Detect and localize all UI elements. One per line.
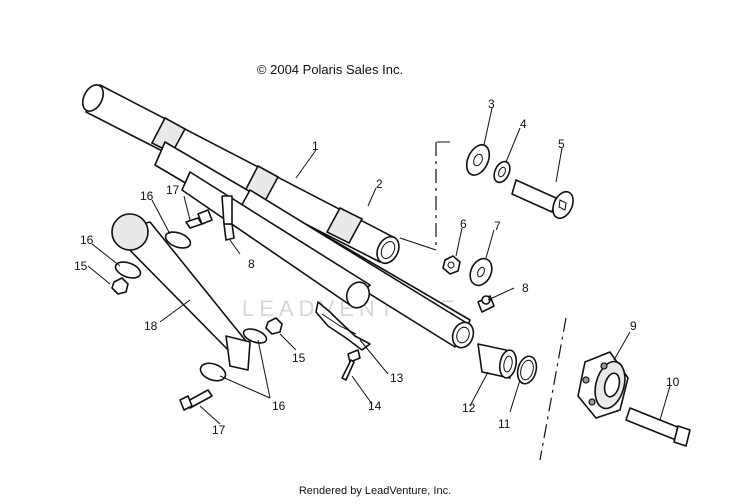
callout-1: 1 bbox=[312, 139, 319, 153]
grease-fitting-part-8b bbox=[477, 295, 495, 313]
callout-2: 2 bbox=[376, 177, 383, 191]
clip-part-14 bbox=[341, 349, 361, 381]
bushing-part-12 bbox=[477, 343, 518, 379]
callout-17a: 17 bbox=[166, 183, 180, 197]
washer-part-7 bbox=[469, 257, 493, 287]
callout-7: 7 bbox=[494, 219, 501, 233]
callout-16c: 16 bbox=[272, 399, 286, 413]
callout-18: 18 bbox=[144, 319, 158, 333]
lock-washer-part-4 bbox=[493, 160, 511, 184]
hub-part-9 bbox=[577, 351, 629, 419]
washer-part-16a bbox=[164, 231, 192, 249]
callout-14: 14 bbox=[368, 399, 382, 413]
nut-part-15b bbox=[265, 317, 283, 335]
shoulder-bolt-part-5 bbox=[511, 179, 574, 220]
callout-12: 12 bbox=[462, 401, 476, 415]
strut-link-part-18 bbox=[111, 213, 251, 371]
washer-part-3 bbox=[465, 144, 491, 176]
callout-6: 6 bbox=[460, 217, 467, 231]
callout-8a: 8 bbox=[248, 257, 255, 271]
callout-15b: 15 bbox=[292, 351, 306, 365]
leader-lines bbox=[87, 107, 671, 425]
callout-10: 10 bbox=[666, 375, 680, 389]
callout-17b: 17 bbox=[212, 423, 226, 437]
callout-8b: 8 bbox=[522, 281, 529, 295]
o-ring-part-11 bbox=[516, 355, 538, 385]
bolt-part-17b bbox=[179, 389, 213, 411]
grease-fitting-part-8a bbox=[221, 195, 235, 241]
callout-4: 4 bbox=[520, 117, 527, 131]
callout-15a: 15 bbox=[74, 259, 88, 273]
washer-part-16b bbox=[114, 261, 142, 279]
callout-9: 9 bbox=[630, 319, 637, 333]
callout-16a: 16 bbox=[140, 189, 154, 203]
nut-part-15a bbox=[111, 277, 129, 295]
footer-credit: Rendered by LeadVenture, Inc. bbox=[298, 485, 452, 497]
washer-part-16c bbox=[199, 328, 268, 382]
callout-13: 13 bbox=[390, 371, 404, 385]
long-bolt-part-10 bbox=[625, 407, 691, 447]
callout-5: 5 bbox=[558, 137, 565, 151]
bolt-part-17a bbox=[185, 209, 213, 229]
alignment-line-lower bbox=[539, 317, 567, 461]
nut-part-6 bbox=[442, 255, 461, 275]
copyright-text: © 2004 Polaris Sales Inc. bbox=[256, 62, 404, 77]
callout-3: 3 bbox=[488, 97, 495, 111]
callout-11: 11 bbox=[498, 417, 511, 431]
callout-16b: 16 bbox=[80, 233, 94, 247]
